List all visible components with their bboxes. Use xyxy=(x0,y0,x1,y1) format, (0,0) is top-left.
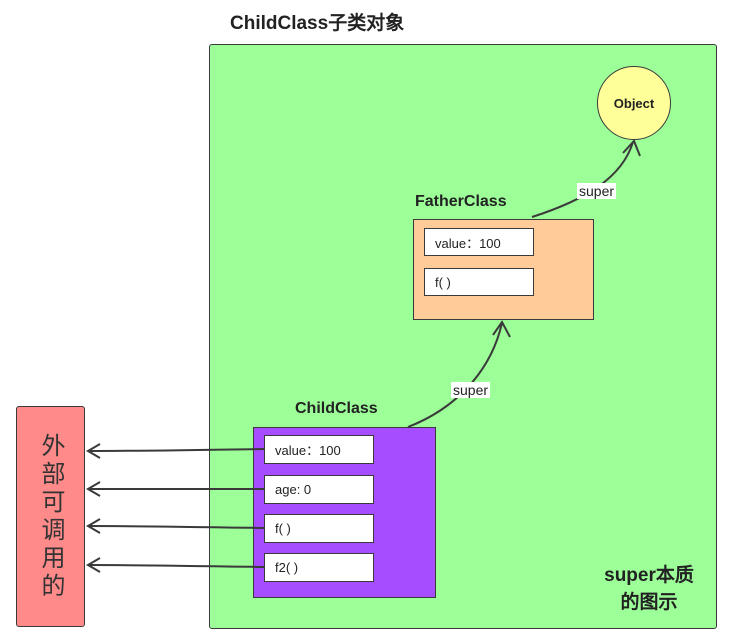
object-node-label: Object xyxy=(613,95,655,111)
childclass-field-value: value：100 xyxy=(264,435,374,464)
note-line-2: 的图示 xyxy=(620,592,678,613)
diagram-note: super本质 的图示 xyxy=(585,562,713,616)
access-arrow-value xyxy=(87,448,265,452)
fatherclass-method-f: f( ) xyxy=(424,268,534,296)
access-arrowhead-f2 xyxy=(86,557,101,573)
fatherclass-field-value: value：100 xyxy=(424,228,534,256)
childclass-label: ChildClass xyxy=(295,400,378,417)
childclass-field-age: age: 0 xyxy=(264,475,374,504)
note-line-1: super本质 xyxy=(604,565,694,586)
fatherclass-label: FatherClass xyxy=(415,193,507,210)
access-arrowhead-age xyxy=(86,481,101,497)
super-label-child-to-father: super xyxy=(451,382,491,398)
super-arrow-father-to-object xyxy=(531,141,634,218)
super-arrowhead-child-to-father xyxy=(492,320,511,338)
diagram-title: ChildClass子类对象 xyxy=(230,13,405,34)
super-arrow-child-to-father xyxy=(407,322,503,428)
access-arrow-f xyxy=(87,525,265,529)
external-callable-box: 外部可调用的 xyxy=(16,406,85,627)
access-arrowhead-value xyxy=(86,443,101,459)
access-arrowhead-f xyxy=(86,518,101,534)
super-label-father-to-object: super xyxy=(577,183,617,199)
object-node: Object xyxy=(597,66,671,140)
access-arrow-f2 xyxy=(87,564,265,568)
external-callable-label: 外部可调用的 xyxy=(37,432,64,601)
childclass-method-f2: f2( ) xyxy=(264,553,374,582)
childclass-method-f: f( ) xyxy=(264,514,374,543)
super-arrowhead-father-to-object xyxy=(622,139,641,157)
